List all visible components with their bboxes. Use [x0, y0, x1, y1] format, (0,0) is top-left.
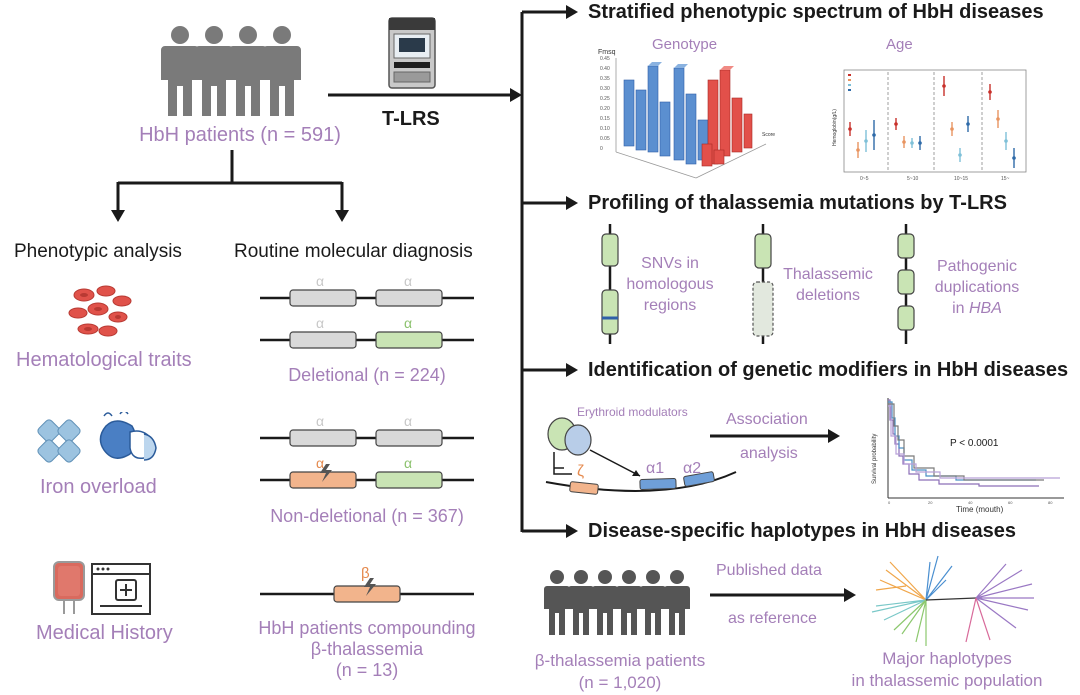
tick-label: 0.35	[600, 76, 610, 82]
published-data-arrow	[710, 588, 856, 602]
age-label: Age	[886, 36, 913, 53]
alpha-label: α	[404, 273, 413, 289]
tick-label: 0.40	[600, 66, 610, 72]
hematological-label: Hematological traits	[16, 349, 192, 371]
svg-text:20: 20	[928, 500, 933, 505]
zeta-label: ζ	[577, 463, 585, 480]
tick-label: 0	[600, 146, 603, 152]
alpha-label: α	[404, 413, 413, 429]
tick-label: 5~10	[907, 176, 918, 182]
section-title-haplotypes: Disease-specific haplotypes in HbH disea…	[588, 520, 1016, 542]
gene-diagrams	[260, 289, 474, 603]
compound-label: HbH patients compounding β-thalassemia (…	[258, 618, 476, 680]
analysis-label: analysis	[740, 445, 798, 462]
deletions-label: Thalassemic deletions	[783, 266, 873, 304]
alpha-label: α	[316, 315, 325, 331]
medical-history-label: Medical History	[36, 622, 173, 644]
svg-text:80: 80	[1048, 500, 1053, 505]
svg-text:Time (mouth): Time (mouth)	[956, 505, 1004, 514]
svg-text:40: 40	[968, 500, 973, 505]
survival-curve-chart: Survival probability Time (mouth) P < 0.…	[872, 398, 1064, 514]
nondeletional-label: Non-deletional (n = 367)	[270, 506, 464, 526]
red-blood-cells-icon	[68, 285, 132, 337]
tick-label: 0.10	[600, 126, 610, 132]
alpha-label: α	[404, 315, 413, 331]
beta-label: β	[361, 565, 370, 582]
tick-label: 0.05	[600, 136, 610, 142]
routine-heading: Routine molecular diagnosis	[234, 241, 473, 262]
tick-label: 10~15	[954, 176, 968, 182]
age-hemoglobin-chart: Hemoglobin(g/L) 0~5 5~10 10~15 15~	[832, 69, 1027, 182]
alpha-label: α	[316, 455, 325, 471]
iron-overload-label: Iron overload	[40, 476, 157, 498]
phenotypic-heading: Phenotypic analysis	[14, 241, 182, 262]
tick-label: 0.30	[600, 86, 610, 92]
erythroid-label: Erythroid modulators	[577, 405, 688, 419]
patients-group-icon	[161, 26, 301, 116]
medical-history-icon	[53, 561, 151, 615]
section-title-profiling: Profiling of thalassemia mutations by T-…	[588, 192, 1007, 214]
erythroid-modulators-diagram	[545, 417, 840, 495]
tick-label: 0.25	[600, 96, 610, 102]
beta-thalassemia-patients-label: β-thalassemia patients (n = 1,020)	[534, 651, 706, 692]
phylogenetic-tree-icon	[871, 555, 1034, 646]
tick-label: 15~	[1001, 176, 1010, 182]
major-haplotypes-label: Major haplotypes in thalassemic populati…	[851, 649, 1043, 690]
published-data-label: Published data	[716, 562, 822, 579]
genotype-3d-bar-chart: Fmsq 0.45 0.40 0.35 0.30 0.25 0.20 0.15 0.10 0.0…	[598, 49, 775, 179]
tick-label: 0~5	[860, 176, 869, 182]
duplications-label: Pathogenic duplications in HBA	[934, 258, 1020, 317]
alpha-label: α	[316, 413, 325, 429]
gene-alpha	[289, 289, 357, 307]
patients-label: HbH patients (n = 591)	[139, 124, 341, 146]
svg-text:Hemoglobin(g/L): Hemoglobin(g/L)	[832, 109, 838, 146]
alpha-label: α	[316, 273, 325, 289]
section-title-modifiers: Identification of genetic modifiers in H…	[588, 359, 1069, 381]
svg-text:0: 0	[888, 500, 891, 505]
tick-label: 0.20	[600, 106, 610, 112]
svg-text:60: 60	[1008, 500, 1013, 505]
sequencer-machine-icon	[388, 17, 436, 89]
alpha-label: α	[404, 455, 413, 471]
svg-text:P < 0.0001: P < 0.0001	[950, 438, 999, 449]
svg-text:Fmsq: Fmsq	[598, 49, 616, 56]
snv-label: SNVs in homologous regions	[626, 255, 714, 314]
svg-text:Survival probability: Survival probability	[872, 434, 878, 484]
iron-overload-icon	[37, 412, 157, 463]
genotype-label: Genotype	[652, 36, 718, 53]
beta-thalassemia-patients-icon	[544, 570, 690, 635]
as-reference-label: as reference	[728, 610, 817, 627]
tlrs-label: T-LRS	[382, 108, 440, 130]
tick-label: 0.45	[600, 56, 610, 62]
section-title-stratified: Stratified phenotypic spectrum of HbH di…	[588, 1, 1044, 23]
mutation-profile-diagrams	[601, 224, 915, 344]
tick-label: 0.15	[600, 116, 610, 122]
svg-text:Score: Score	[762, 132, 775, 138]
alpha1-label: α1	[646, 460, 665, 477]
association-label: Association	[726, 411, 808, 428]
deletional-label: Deletional (n = 224)	[288, 365, 446, 385]
alpha2-label: α2	[683, 460, 702, 477]
